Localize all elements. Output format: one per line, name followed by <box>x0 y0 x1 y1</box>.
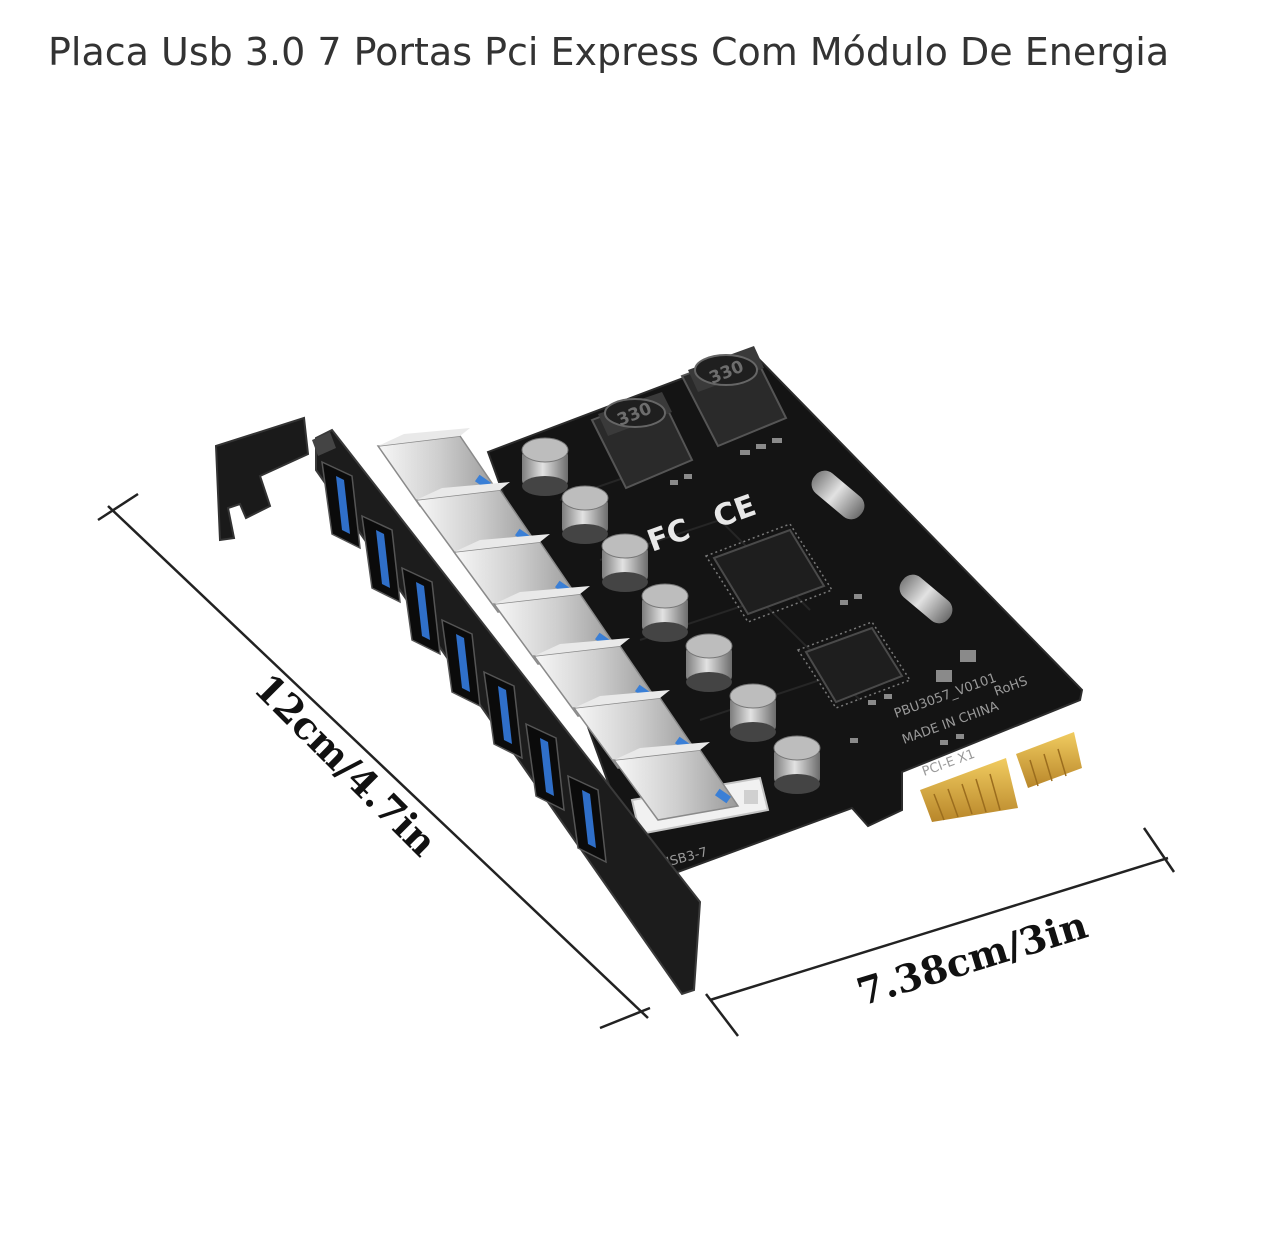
controller-chip-main <box>704 523 834 623</box>
crystal-oscillator <box>811 470 865 520</box>
capacitor <box>601 533 649 592</box>
inductor-left: 330 <box>590 392 694 490</box>
dimension-length-label: 12cm/4.7in <box>246 665 446 865</box>
usb-port <box>612 742 740 821</box>
capacitor <box>641 583 689 642</box>
usb-openings <box>321 460 607 864</box>
product-image: 12cm/4.7in 7.38cm/3in <box>97 346 1176 1037</box>
controller-chip-hub <box>796 621 912 709</box>
usb-opening <box>567 774 607 864</box>
usb-opening <box>401 566 441 656</box>
usb-opening <box>441 618 481 708</box>
capacitor <box>729 683 777 742</box>
usb-opening <box>361 514 401 604</box>
capacitor <box>561 485 609 544</box>
capacitor <box>773 735 821 794</box>
usb-opening <box>525 722 565 812</box>
capacitor <box>685 633 733 692</box>
smd-components <box>670 438 976 745</box>
usb-opening <box>483 670 523 760</box>
crystal-oscillator <box>899 574 953 624</box>
capacitors <box>521 437 821 794</box>
dimension-width: 7.38cm/3in <box>705 827 1176 1037</box>
usb-ports <box>376 428 740 821</box>
capacitor <box>521 437 569 496</box>
usb-opening <box>321 460 361 550</box>
inductor-right: 330 <box>680 346 788 448</box>
product-title: Placa Usb 3.0 7 Portas Pci Express Com M… <box>48 30 1170 74</box>
pcie-contacts <box>920 732 1082 822</box>
